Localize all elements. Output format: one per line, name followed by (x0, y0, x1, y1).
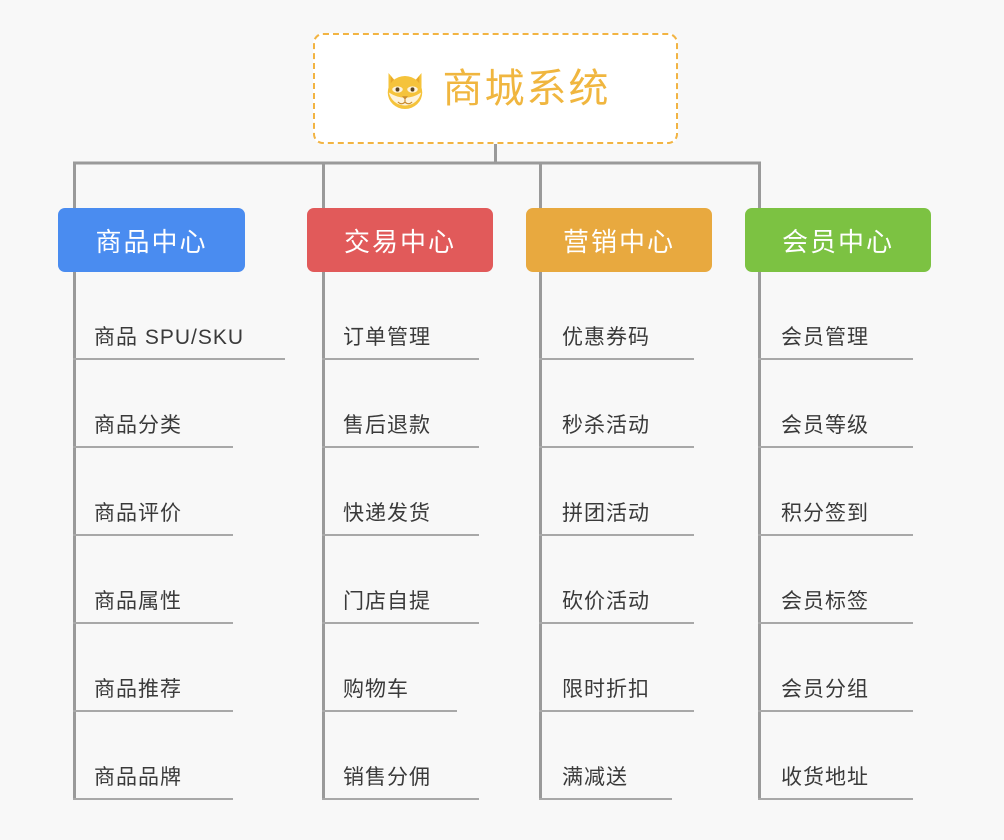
leaf-item-label: 收货地址 (781, 766, 869, 789)
leaf-item[interactable]: 商品推荐 (58, 624, 258, 712)
leaf-item[interactable]: 商品品牌 (58, 712, 258, 800)
leaf-item-underline (758, 534, 913, 536)
category-header[interactable]: 会员中心 (745, 208, 931, 272)
leaf-item[interactable]: 拼团活动 (526, 448, 721, 536)
leaf-item-underline (73, 798, 233, 800)
root-node[interactable]: 商城系统 (313, 33, 678, 144)
leaf-item-label: 优惠券码 (562, 326, 650, 349)
leaf-item[interactable]: 优惠券码 (526, 272, 721, 360)
leaf-item-label: 商品属性 (94, 590, 182, 613)
leaf-item[interactable]: 商品 SPU/SKU (58, 272, 310, 360)
leaf-item[interactable]: 限时折扣 (526, 624, 721, 712)
leaf-item[interactable]: 售后退款 (307, 360, 504, 448)
column-trunk-line (539, 272, 542, 800)
leaf-item[interactable]: 会员等级 (745, 360, 940, 448)
leaf-item-underline (322, 710, 457, 712)
leaf-item-label: 订单管理 (343, 326, 431, 349)
leaf-item-label: 商品品牌 (94, 766, 182, 789)
category-header[interactable]: 交易中心 (307, 208, 493, 272)
column-trunk-line (758, 272, 761, 800)
leaf-item-underline (73, 710, 233, 712)
leaf-item-label: 拼团活动 (562, 502, 650, 525)
leaf-item[interactable]: 商品分类 (58, 360, 258, 448)
leaf-item-underline (758, 798, 913, 800)
shiba-dog-face-icon (387, 72, 422, 110)
leaf-item[interactable]: 会员分组 (745, 624, 940, 712)
leaf-item-label: 会员分组 (781, 678, 869, 701)
leaf-item-underline (73, 622, 233, 624)
leaf-item[interactable]: 会员标签 (745, 536, 940, 624)
leaf-item-underline (322, 798, 479, 800)
column-trunk-line (322, 272, 325, 800)
leaf-item-label: 秒杀活动 (562, 414, 650, 437)
leaf-item-label: 商品 SPU/SKU (94, 326, 245, 349)
leaf-item-underline (322, 358, 479, 360)
leaf-item-underline (758, 446, 913, 448)
leaf-item[interactable]: 满减送 (526, 712, 699, 800)
leaf-item[interactable]: 订单管理 (307, 272, 504, 360)
leaf-item[interactable]: 砍价活动 (526, 536, 721, 624)
category-header[interactable]: 营销中心 (526, 208, 712, 272)
leaf-item-underline (539, 798, 672, 800)
leaf-item-underline (758, 710, 913, 712)
leaf-item-label: 购物车 (343, 678, 409, 701)
leaf-item-underline (322, 534, 479, 536)
leaf-item-underline (758, 622, 913, 624)
leaf-item[interactable]: 商品评价 (58, 448, 258, 536)
root-title: 商城系统 (442, 66, 611, 111)
leaf-item[interactable]: 收货地址 (745, 712, 940, 800)
leaf-item[interactable]: 秒杀活动 (526, 360, 721, 448)
leaf-item[interactable]: 购物车 (307, 624, 482, 712)
leaf-item[interactable]: 销售分佣 (307, 712, 504, 800)
leaf-item-underline (539, 622, 694, 624)
leaf-item-label: 砍价活动 (562, 590, 650, 613)
leaf-item-underline (539, 446, 694, 448)
leaf-item-underline (73, 358, 285, 360)
leaf-item-label: 满减送 (562, 766, 628, 789)
leaf-item-label: 会员管理 (781, 326, 869, 349)
leaf-item-underline (322, 622, 479, 624)
leaf-item[interactable]: 快递发货 (307, 448, 504, 536)
leaf-item-label: 售后退款 (343, 414, 431, 437)
leaf-item-label: 会员等级 (781, 414, 869, 437)
leaf-item-label: 快递发货 (343, 502, 431, 525)
column-trunk-line (73, 272, 76, 800)
leaf-item-underline (322, 446, 479, 448)
leaf-item-label: 积分签到 (781, 502, 869, 525)
leaf-item-underline (539, 534, 694, 536)
leaf-item-label: 门店自提 (343, 590, 431, 613)
category-header[interactable]: 商品中心 (58, 208, 245, 272)
leaf-item[interactable]: 会员管理 (745, 272, 940, 360)
leaf-item-label: 商品分类 (94, 414, 182, 437)
leaf-item-label: 商品评价 (94, 502, 182, 525)
leaf-item-label: 商品推荐 (94, 678, 182, 701)
leaf-item-label: 销售分佣 (343, 766, 431, 789)
leaf-item-underline (758, 358, 913, 360)
leaf-item-label: 会员标签 (781, 590, 869, 613)
leaf-item[interactable]: 积分签到 (745, 448, 940, 536)
leaf-item-underline (539, 710, 694, 712)
leaf-item-underline (539, 358, 694, 360)
leaf-item-label: 限时折扣 (562, 678, 650, 701)
leaf-item[interactable]: 商品属性 (58, 536, 258, 624)
leaf-item[interactable]: 门店自提 (307, 536, 504, 624)
leaf-item-underline (73, 446, 233, 448)
leaf-item-underline (73, 534, 233, 536)
